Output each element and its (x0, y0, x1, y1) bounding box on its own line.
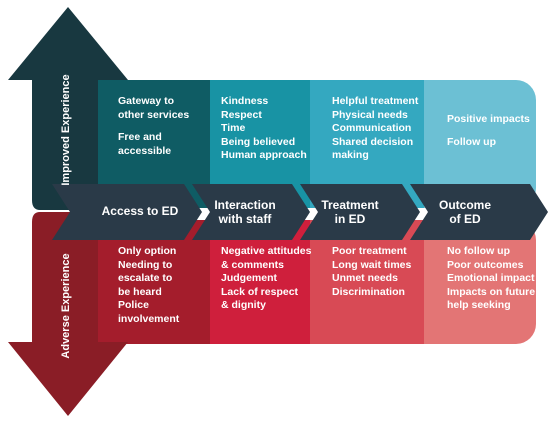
adverse-item: involvement (118, 312, 180, 325)
adverse-item: help seeking (447, 299, 511, 311)
improved-item: Being believed (221, 135, 296, 148)
improved-item: Positive impacts (447, 113, 530, 125)
improved-item: Free and (118, 131, 162, 143)
adverse-item: Poor outcomes (447, 258, 524, 271)
adverse-experience-label: Adverse Experience (60, 253, 72, 359)
chevron-3 (300, 184, 420, 240)
improved-item: Human approach (221, 149, 307, 161)
adverse-item: & comments (221, 258, 285, 271)
down-arrow (8, 212, 128, 416)
stage-label-1: Access to ED (101, 204, 179, 218)
improved-item: Communication (332, 122, 412, 134)
adverse-item: Long wait times (332, 258, 412, 271)
adverse-item: Police (118, 299, 149, 311)
adverse-item: Poor treatment (332, 245, 407, 257)
adverse-col-2 (200, 220, 310, 344)
adverse-item: Emotional impact (447, 272, 535, 284)
improved-item: Physical needs (332, 108, 408, 121)
adverse-item: Judgement (221, 272, 278, 284)
improved-item: other services (118, 108, 190, 121)
up-arrow (8, 7, 128, 210)
adverse-col-4 (400, 220, 536, 344)
adverse-item: No follow up (447, 245, 510, 257)
adverse-item: Needing to (118, 258, 173, 271)
adverse-item: escalate to (118, 272, 173, 284)
improved-item: making (332, 149, 369, 161)
stage-chevrons (52, 184, 548, 240)
adverse-item: be heard (118, 285, 162, 298)
chevron-2 (192, 184, 310, 240)
improved-item: Follow up (447, 135, 496, 148)
adverse-item: Negative attitudes (221, 245, 312, 257)
adverse-col-3 (296, 220, 424, 344)
improved-item: accessible (118, 144, 172, 157)
adverse-item: Lack of respect (221, 285, 299, 298)
adverse-item: Only option (118, 245, 177, 257)
improved-item: Kindness (221, 95, 269, 107)
improved-item: Gateway to (118, 95, 175, 107)
adverse-item: Unmet needs (332, 272, 398, 284)
adverse-item: Impacts on future (447, 285, 536, 298)
adverse-item: & dignity (221, 299, 266, 311)
adverse-item: Discrimination (332, 285, 405, 298)
improved-item: Respect (221, 108, 262, 121)
adverse-band (98, 220, 536, 344)
improved-item: Helpful treatment (332, 95, 419, 107)
chevron-4 (410, 184, 548, 240)
adverse-col-1 (98, 220, 210, 344)
improved-item: Time (221, 122, 246, 134)
improved-item: Shared decision (332, 135, 414, 148)
improved-experience-label: Improved Experience (60, 74, 72, 186)
improved-col-4 (400, 80, 536, 208)
chevron-1 (52, 184, 202, 240)
